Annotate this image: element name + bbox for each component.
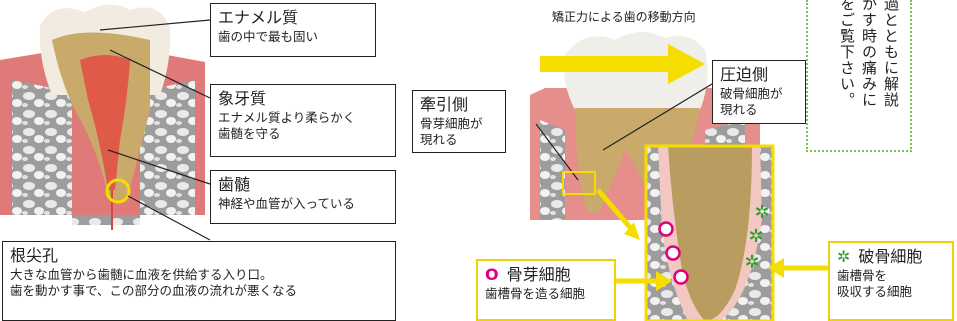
vertical-note-text: 過とともに解説かす時の痛みにをご覧下さい。	[836, 0, 902, 108]
apex-desc-1: 大きな血管から歯髄に血液を供給する入り口。	[10, 266, 273, 282]
enamel-desc: 歯の中で最も固い	[218, 28, 319, 44]
vertical-note-line: 過とともに解説	[882, 0, 900, 108]
osteoclast-symbol-icon: ✲	[837, 247, 851, 266]
movement-direction-arrow	[540, 44, 705, 84]
osteoclast-title: 破骨細胞	[858, 247, 923, 266]
apex-label-box: 根尖孔 大きな血管から歯髄に血液を供給する入り口。 歯を動かす事で、この部分の血…	[2, 241, 396, 321]
compression-desc-1: 破骨細胞が	[720, 85, 783, 101]
enamel-label-box: エナメル質 歯の中で最も固い	[210, 3, 376, 57]
vertical-note-box: 過とともに解説かす時の痛みにをご覧下さい。	[806, 0, 912, 152]
vertical-note-line: をご覧下さい。	[838, 0, 856, 108]
pulp-desc: 神経や血管が入っている	[218, 195, 355, 211]
osteoclast-cell: ✲	[744, 252, 759, 273]
osteoclast-cell: ✲	[754, 202, 769, 223]
apex-title: 根尖孔	[10, 246, 59, 265]
pulp-chamber	[80, 55, 130, 190]
inset-root	[668, 146, 752, 321]
dentin-desc-2: 歯髄を守る	[218, 126, 281, 142]
dentin-label-box: 象牙質 エナメル質より柔らかく 歯髄を守る	[210, 84, 396, 157]
osteoblast-cell	[658, 221, 674, 237]
compression-label-box: 圧迫側 破骨細胞が 現れる	[712, 60, 806, 124]
pulp-title: 歯髄	[218, 175, 251, 194]
osteoclast-label-box: ✲ 破骨細胞 歯槽骨を 吸収する細胞	[828, 241, 954, 321]
vertical-note-line: かす時の痛みに	[860, 0, 878, 108]
traction-label-box: 牽引側 骨芽細胞が 現れる	[412, 90, 506, 153]
osteoblast-title: 骨芽細胞	[506, 265, 571, 284]
compression-desc-2: 現れる	[720, 102, 758, 118]
osteoblast-symbol-icon: O	[485, 265, 499, 284]
traction-desc-2: 現れる	[420, 132, 458, 148]
tooth-cross-section	[0, 4, 205, 230]
movement-caption: 矯正力による歯の移動方向	[552, 10, 696, 24]
traction-title: 牽引側	[420, 95, 469, 114]
osteoblast-desc: 歯槽骨を造る細胞	[485, 285, 586, 301]
traction-desc-1: 骨芽細胞が	[420, 115, 483, 131]
osteoclast-cell: ✲	[748, 226, 763, 247]
osteoblast-label-box: O 骨芽細胞 歯槽骨を造る細胞	[476, 259, 616, 321]
apex-desc-2: 歯を動かす事で、この部分の血液の流れが悪くなる	[10, 283, 298, 299]
enamel-title: エナメル質	[218, 8, 299, 27]
dentin-title: 象牙質	[218, 89, 267, 108]
osteoclast-desc-2: 吸収する細胞	[837, 284, 913, 300]
osteoclast-desc-1: 歯槽骨を	[837, 267, 888, 283]
apex-highlight-circle	[105, 178, 131, 204]
zoom-region-marker	[562, 171, 596, 195]
pulp-label-box: 歯髄 神経や血管が入っている	[210, 170, 396, 224]
alveolar-bone	[12, 80, 195, 225]
osteoblast-cell	[665, 245, 681, 261]
osteoblast-cell	[673, 269, 689, 285]
compression-title: 圧迫側	[720, 65, 769, 84]
dentin-desc-1: エナメル質より柔らかく	[218, 109, 356, 125]
